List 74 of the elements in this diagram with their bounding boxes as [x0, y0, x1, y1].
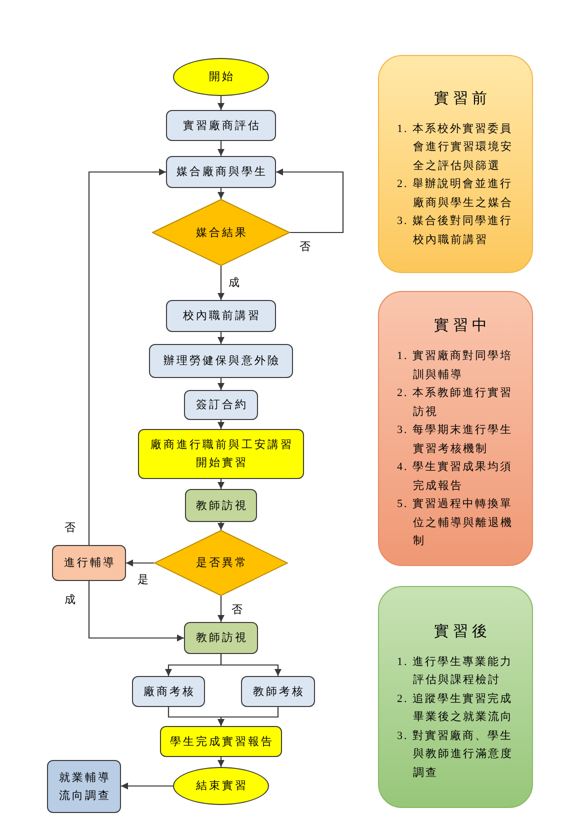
node-label: 教師考核 — [252, 684, 305, 700]
process-box — [166, 156, 276, 188]
node-label: 簽訂合約 — [195, 398, 248, 413]
process-box — [184, 390, 258, 420]
arrow — [88, 168, 166, 545]
process-box — [138, 429, 304, 479]
process-box — [47, 760, 121, 813]
node-label: 結束實習 — [195, 779, 248, 794]
node-label: 開始 — [208, 70, 235, 85]
node-label: 教師訪視 — [195, 498, 248, 514]
arrow — [218, 707, 279, 726]
process-box — [166, 300, 276, 332]
list-item: 3. 對實習廠商、學生與教師進行滿意度調查 — [397, 728, 514, 781]
node-label: 學生完成實習報告 — [169, 734, 274, 750]
phase-panel — [378, 586, 533, 808]
list-item: 1. 實習廠商對同學培訓與輔導 — [397, 348, 514, 383]
edge-label: 否 — [64, 521, 76, 535]
arrow — [218, 141, 224, 156]
decision-diamond — [152, 199, 290, 266]
node-label: 實習廠商評估 — [182, 118, 261, 134]
list-item: 2. 追蹤學生實習完成畢業後之就業流向 — [397, 692, 514, 726]
arrow — [218, 378, 224, 390]
node-label: 辦理勞健保與意外險 — [162, 354, 280, 369]
edge-label: 否 — [298, 240, 312, 254]
panel-heading: 實習前 — [433, 90, 491, 109]
process-box — [241, 676, 315, 707]
arrow — [121, 782, 173, 790]
arrow — [126, 560, 154, 566]
node-label: 就業輔導流向調查 — [58, 770, 112, 804]
process-box — [160, 726, 282, 757]
node-label: 廠商進行職前與工安講習 — [150, 438, 294, 453]
panel-heading: 實習中 — [433, 316, 491, 336]
edge-label: 是 — [136, 573, 150, 587]
node-label: 進行輔導 — [63, 556, 116, 571]
phase-panel — [378, 55, 533, 273]
arrow — [218, 596, 224, 622]
phase-panel — [378, 291, 533, 566]
panel-heading: 實習後 — [433, 622, 491, 642]
node-label: 媒合結果 — [195, 226, 248, 240]
process-box — [52, 545, 126, 581]
edge-label: 否 — [230, 603, 244, 617]
node-label: 廠商考核 — [142, 684, 196, 700]
list-item: 1. 進行學生專業能力評估與課程檢討 — [397, 654, 514, 688]
node-label: 校內職前講習 — [182, 309, 261, 324]
node-label: 教師訪視 — [195, 630, 248, 646]
process-box — [132, 676, 205, 707]
arrow — [218, 266, 224, 300]
arrow — [276, 168, 344, 234]
list-item: 3. 每學期末進行學生實習考核機制 — [397, 423, 514, 457]
arrow — [88, 581, 184, 642]
process-box — [149, 344, 293, 378]
arrow — [218, 332, 224, 344]
list-item: 1. 本系校外實習委員會進行實習環境安全之評估與篩選 — [397, 122, 514, 174]
arrow — [218, 757, 224, 767]
arrow — [218, 420, 224, 429]
arrow — [218, 188, 224, 199]
arrow — [218, 96, 224, 110]
process-box — [185, 489, 257, 522]
edge-label: 成 — [228, 276, 240, 290]
node-label: 是否異常 — [195, 556, 248, 571]
node-label: 開始實習 — [195, 456, 248, 471]
decision-diamond — [154, 530, 288, 596]
list-item: 2. 本系教師進行實習訪視 — [397, 386, 514, 420]
process-box — [166, 110, 276, 141]
node-label: 媒合廠商與學生 — [176, 164, 268, 180]
list-item: 3. 媒合後對同學進行校內職前講習 — [397, 214, 514, 248]
arrow — [218, 479, 224, 489]
process-box — [184, 622, 258, 654]
list-item: 2. 舉辦說明會並進行廠商與學生之媒合 — [397, 176, 514, 211]
edge-label: 成 — [64, 593, 76, 607]
list-item: 4. 學生實習成果均須完成報告 — [397, 460, 514, 494]
arrow — [218, 522, 224, 530]
list-item: 5. 實習過程中轉換單位之輔導與離退機制 — [397, 497, 514, 550]
arrow — [220, 654, 282, 676]
